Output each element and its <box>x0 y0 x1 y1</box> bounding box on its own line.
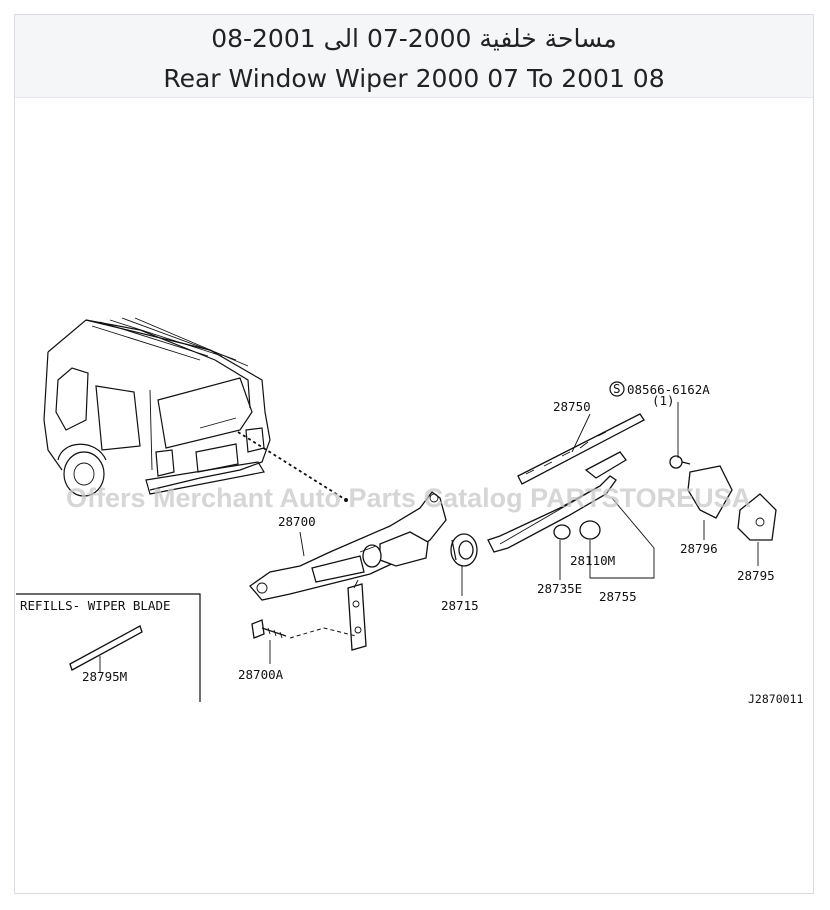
label-arm: 28755 <box>599 589 637 604</box>
part-labels: S 08566-6162A (1) 28750 28700 28715 2873… <box>20 381 803 706</box>
cover-bracket-part <box>737 493 777 541</box>
label-nut: 28735E <box>537 581 582 596</box>
label-motor: 28700 <box>278 514 316 529</box>
label-bolt-qty: (1) <box>652 393 675 408</box>
label-diagram-code: J2870011 <box>748 692 803 706</box>
wiper-blade-part <box>517 413 645 485</box>
label-refills-title: REFILLS- WIPER BLADE <box>20 598 171 613</box>
label-bolt-spec: 08566-6162A <box>627 382 710 397</box>
label-cover-bracket: 28795 <box>737 568 775 583</box>
label-blade: 28750 <box>553 399 591 414</box>
title-arabic: مساحة خلفية 2000-07 الى 2001-08 <box>211 24 617 53</box>
diagram-frame <box>14 14 814 894</box>
page-header: مساحة خلفية 2000-07 الى 2001-08 Rear Win… <box>15 15 813 98</box>
title-english: Rear Window Wiper 2000 07 To 2001 08 <box>163 64 665 93</box>
seal-part <box>450 533 478 567</box>
label-motor-bolt: 28700A <box>238 667 284 682</box>
cover-part <box>669 455 733 519</box>
label-refill: 28795M <box>82 669 127 684</box>
refills-box <box>16 593 201 702</box>
watermark-text: Offers Merchant Auto Parts Catalog PARTS… <box>66 483 751 513</box>
vehicle-illustration <box>43 317 348 502</box>
label-cover: 28796 <box>680 541 718 556</box>
nut-and-cap <box>553 520 601 540</box>
wiper-arm-part <box>487 451 627 553</box>
leader-lines <box>99 402 759 672</box>
label-cap: 28110M <box>570 553 615 568</box>
label-seal: 28715 <box>441 598 479 613</box>
motor-bolt-part <box>251 619 357 639</box>
wiper-motor-assembly <box>249 491 447 651</box>
bolt-symbol-s: S <box>613 381 621 396</box>
